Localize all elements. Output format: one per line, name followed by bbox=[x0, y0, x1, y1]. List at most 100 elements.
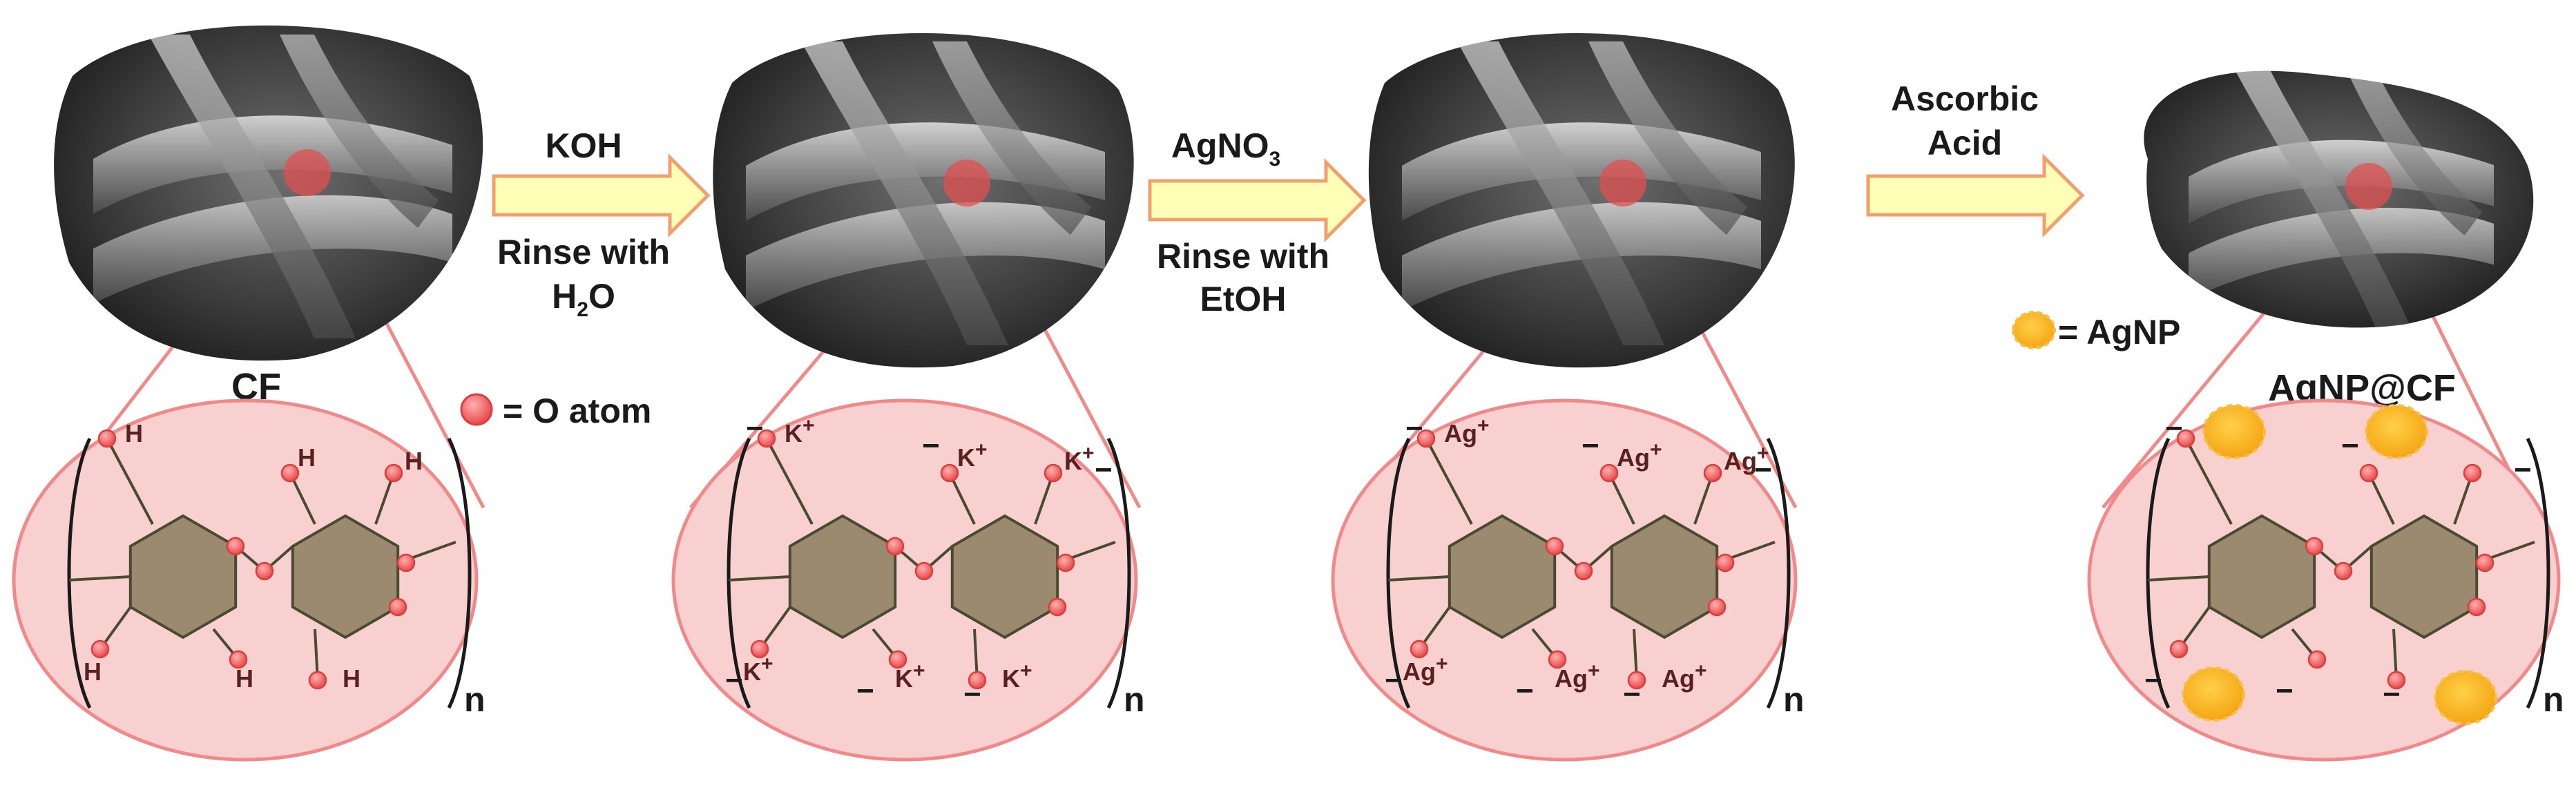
repeat-unit-n: n bbox=[1783, 680, 1805, 719]
oxygen-atom bbox=[885, 537, 905, 556]
step1-reagent: KOH bbox=[545, 126, 622, 165]
oxygen-atom bbox=[2334, 561, 2353, 581]
polymer-bracket-left bbox=[67, 437, 92, 709]
reaction-step-agno3: AgNO3 Rinse with EtOH bbox=[1148, 126, 1367, 318]
panel-agnp-cf: = AgNP AgNP@CF n−−−−−− bbox=[2012, 70, 2564, 762]
repeat-unit-n: n bbox=[1124, 680, 1145, 719]
oxygen-atom bbox=[2387, 671, 2406, 690]
negative-charge: − bbox=[1582, 429, 1599, 463]
agnp-legend: = AgNP bbox=[2012, 311, 2180, 352]
negative-charge: − bbox=[725, 664, 743, 697]
step3-reagent-line2: Acid bbox=[1928, 124, 2002, 162]
polymer-bracket-left bbox=[2146, 437, 2171, 709]
step2-condition-line1: Rinse with bbox=[1157, 237, 1329, 276]
oxygen-atom bbox=[1574, 561, 1593, 581]
zoom-ellipse-potassium bbox=[671, 398, 1138, 762]
bond bbox=[1387, 575, 1450, 581]
bond bbox=[1608, 472, 1635, 525]
hydrogen-atom: H bbox=[405, 447, 423, 475]
sem-image-potassium bbox=[713, 33, 1134, 368]
zoom-ellipse-silver-ion bbox=[1331, 398, 1798, 762]
oxygen-atom bbox=[90, 639, 110, 659]
oxygen-atom bbox=[750, 639, 769, 659]
potassium-ion: K+ bbox=[1064, 442, 1095, 475]
oxygen-atom bbox=[1703, 463, 1722, 483]
negative-charge: − bbox=[1754, 453, 1772, 487]
step2-condition-line2: EtOH bbox=[1200, 280, 1287, 318]
bond bbox=[2367, 472, 2395, 525]
polymer-bracket-right bbox=[2526, 437, 2550, 709]
bond bbox=[765, 438, 814, 525]
negative-charge: − bbox=[2514, 453, 2532, 487]
step3-reagent-line1: Ascorbic bbox=[1891, 79, 2039, 118]
potassium-ion: K+ bbox=[957, 439, 988, 472]
potassium-ion: K+ bbox=[895, 660, 925, 693]
negative-charge: − bbox=[2341, 429, 2359, 463]
oxygen-atom bbox=[1044, 463, 1063, 483]
oxygen-atom bbox=[2307, 650, 2327, 669]
negative-charge: − bbox=[2276, 674, 2294, 708]
silver-nanoparticle bbox=[2202, 404, 2266, 459]
cellulose-unit-potassium-salt: n−K+−K+−K+−K+−K+−K+ bbox=[725, 412, 1145, 719]
oxygen-atom bbox=[2169, 639, 2189, 659]
negative-charge: − bbox=[1623, 677, 1641, 711]
glucose-ring bbox=[291, 514, 400, 639]
oxygen-atom bbox=[1410, 639, 1429, 659]
oxygen-atom bbox=[2463, 463, 2482, 483]
oxygen-atom bbox=[97, 429, 117, 448]
oxygen-atom bbox=[1599, 463, 1619, 483]
silver-ion: Ag+ bbox=[1662, 660, 1707, 693]
glucose-ring bbox=[2370, 514, 2479, 639]
agnp-legend-label: = AgNP bbox=[2058, 313, 2180, 352]
oxygen-atom bbox=[2467, 597, 2486, 617]
sem-image-silver-ion bbox=[1368, 33, 1795, 368]
negative-charge: − bbox=[922, 429, 940, 463]
oxygen-atom bbox=[940, 463, 959, 483]
repeat-unit-n: n bbox=[464, 680, 486, 719]
bond bbox=[68, 575, 131, 581]
arrow-right-icon bbox=[1866, 153, 2085, 238]
polymer-bracket-left bbox=[727, 437, 751, 709]
oxygen-atom bbox=[229, 650, 248, 669]
panel-potassium: n−K+−K+−K+−K+−K+−K+ bbox=[671, 33, 1145, 762]
oxygen-atom bbox=[888, 650, 907, 669]
sem-image-cf bbox=[54, 25, 483, 361]
oxygen-atom bbox=[757, 429, 776, 448]
reaction-step-ascorbic-acid: Ascorbic Acid bbox=[1866, 79, 2085, 238]
hydrogen-atom: H bbox=[343, 664, 361, 693]
oxygen-atom bbox=[388, 597, 407, 617]
oxygen-atom bbox=[308, 671, 327, 690]
oxygen-atom bbox=[1545, 537, 1564, 556]
negative-charge: − bbox=[2144, 664, 2162, 697]
silver-nanoparticle-icon bbox=[2012, 311, 2057, 349]
bond bbox=[2184, 438, 2233, 525]
step1-condition-line2: H2O bbox=[552, 277, 615, 321]
bond bbox=[289, 472, 316, 525]
glucose-ring bbox=[1610, 514, 1719, 639]
oxygen-atom bbox=[396, 553, 416, 572]
bond bbox=[948, 472, 976, 525]
hydrogen-atom: H bbox=[298, 443, 316, 472]
highlight-spot bbox=[943, 160, 990, 206]
oxygen-atom bbox=[2475, 553, 2495, 572]
zoom-ellipse-cf bbox=[12, 398, 479, 762]
oxygen-atom bbox=[1707, 597, 1727, 617]
cellulose-unit-silver-ion: n−Ag+−Ag+−Ag+−Ag+−Ag+−Ag+ bbox=[1385, 412, 1805, 719]
oxygen-atom bbox=[255, 561, 274, 581]
bond bbox=[106, 438, 154, 525]
highlight-spot bbox=[284, 149, 331, 196]
reaction-step-koh: KOH Rinse with H2O bbox=[492, 126, 711, 321]
negative-charge: − bbox=[2383, 677, 2401, 711]
hydrogen-atom: H bbox=[125, 419, 143, 447]
glucose-ring bbox=[950, 514, 1059, 639]
polymer-bracket-right bbox=[447, 437, 472, 709]
oxygen-atom bbox=[280, 463, 300, 483]
silver-ion: Ag+ bbox=[1444, 414, 1490, 447]
polymer-bracket-left bbox=[1386, 437, 1411, 709]
negative-charge: − bbox=[963, 677, 981, 711]
silver-nanoparticle bbox=[2365, 404, 2428, 459]
bond bbox=[728, 575, 791, 581]
silver-ion: Ag+ bbox=[1617, 439, 1662, 472]
